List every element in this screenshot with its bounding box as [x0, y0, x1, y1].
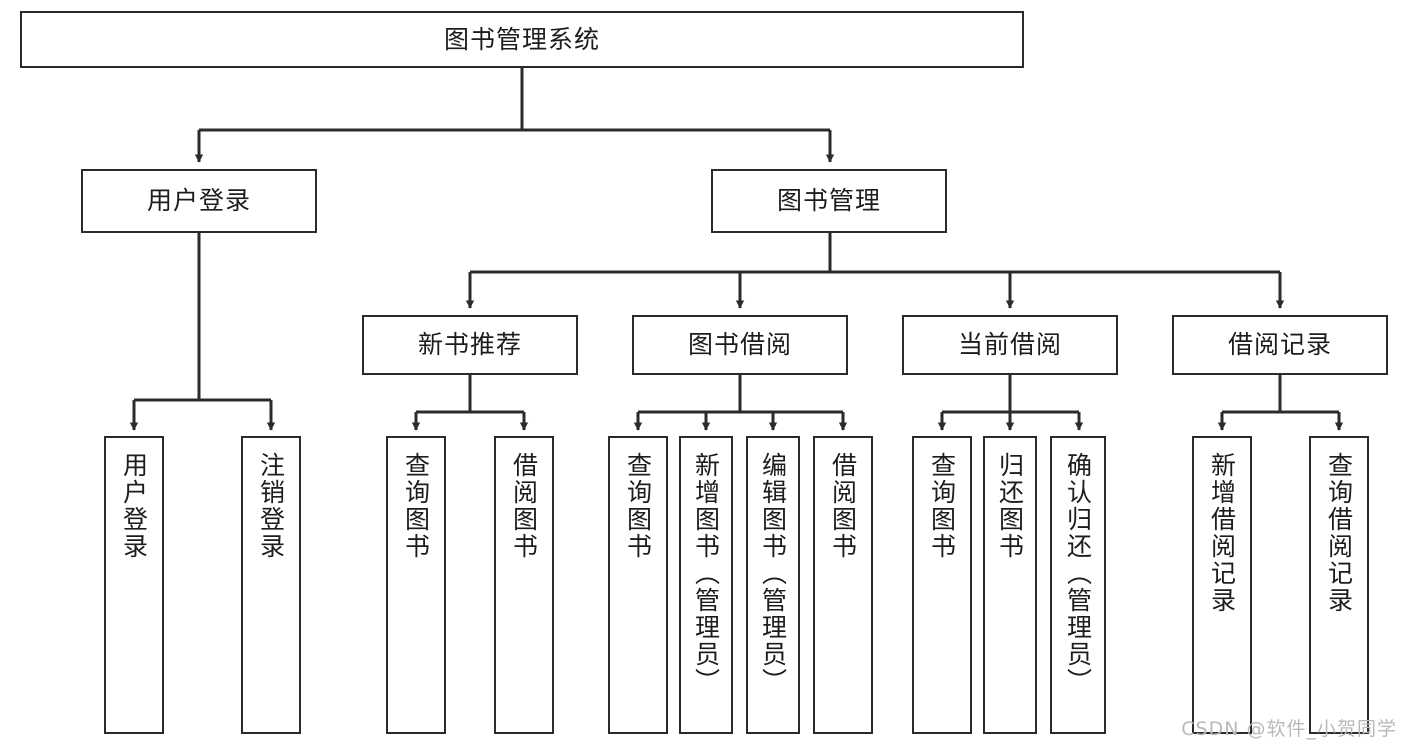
- node-label: 新书推荐: [417, 330, 522, 360]
- leaf-book-borrow-borrow-book[interactable]: 借阅图书: [813, 436, 873, 734]
- node-label: 注销登录: [256, 452, 286, 560]
- node-label: 归还图书: [995, 452, 1025, 560]
- node-label: 查询图书: [401, 452, 431, 560]
- leaf-new-book-query-book[interactable]: 查询图书: [386, 436, 446, 734]
- node-label: 用户登录: [146, 186, 251, 216]
- node-label: 借阅图书: [828, 452, 858, 560]
- node-label: 借阅图书: [509, 452, 539, 560]
- csdn-watermark: CSDN @软件_小贺同学: [1181, 718, 1397, 740]
- node-current-borrow[interactable]: 当前借阅: [902, 315, 1118, 375]
- node-borrow-record[interactable]: 借阅记录: [1172, 315, 1388, 375]
- node-label: 查询借阅记录: [1324, 452, 1354, 614]
- node-root-book-management-system[interactable]: 图书管理系统: [20, 11, 1024, 68]
- node-label: 当前借阅: [957, 330, 1062, 360]
- node-label: 借阅记录: [1227, 330, 1332, 360]
- leaf-book-borrow-query-book[interactable]: 查询图书: [608, 436, 668, 734]
- node-label: 查询图书: [623, 452, 653, 560]
- node-label: 图书管理系统: [443, 24, 600, 54]
- node-label: 图书管理: [776, 186, 881, 216]
- leaf-new-book-borrow-book[interactable]: 借阅图书: [494, 436, 554, 734]
- leaf-borrow-record-add-record[interactable]: 新增借阅记录: [1192, 436, 1252, 734]
- node-user-login[interactable]: 用户登录: [81, 169, 317, 233]
- node-book-borrow[interactable]: 图书借阅: [632, 315, 848, 375]
- leaf-borrow-record-query-record[interactable]: 查询借阅记录: [1309, 436, 1369, 734]
- node-book-management[interactable]: 图书管理: [711, 169, 947, 233]
- node-label: 新增图书（管理员）: [691, 452, 721, 695]
- leaf-current-borrow-confirm-return-admin[interactable]: 确认归还（管理员）: [1050, 436, 1106, 734]
- leaf-user-login-signin[interactable]: 用户登录: [104, 436, 164, 734]
- node-new-book-recommend[interactable]: 新书推荐: [362, 315, 578, 375]
- leaf-user-login-signout[interactable]: 注销登录: [241, 436, 301, 734]
- node-label: 用户登录: [119, 452, 149, 560]
- leaf-book-borrow-add-book-admin[interactable]: 新增图书（管理员）: [679, 436, 733, 734]
- leaf-current-borrow-query-book[interactable]: 查询图书: [912, 436, 972, 734]
- leaf-current-borrow-return-book[interactable]: 归还图书: [983, 436, 1037, 734]
- node-label: 查询图书: [927, 452, 957, 560]
- node-label: 新增借阅记录: [1207, 452, 1237, 614]
- leaf-book-borrow-edit-book-admin[interactable]: 编辑图书（管理员）: [746, 436, 800, 734]
- node-label: 编辑图书（管理员）: [758, 452, 788, 695]
- node-label: 图书借阅: [687, 330, 792, 360]
- node-label: 确认归还（管理员）: [1063, 452, 1093, 695]
